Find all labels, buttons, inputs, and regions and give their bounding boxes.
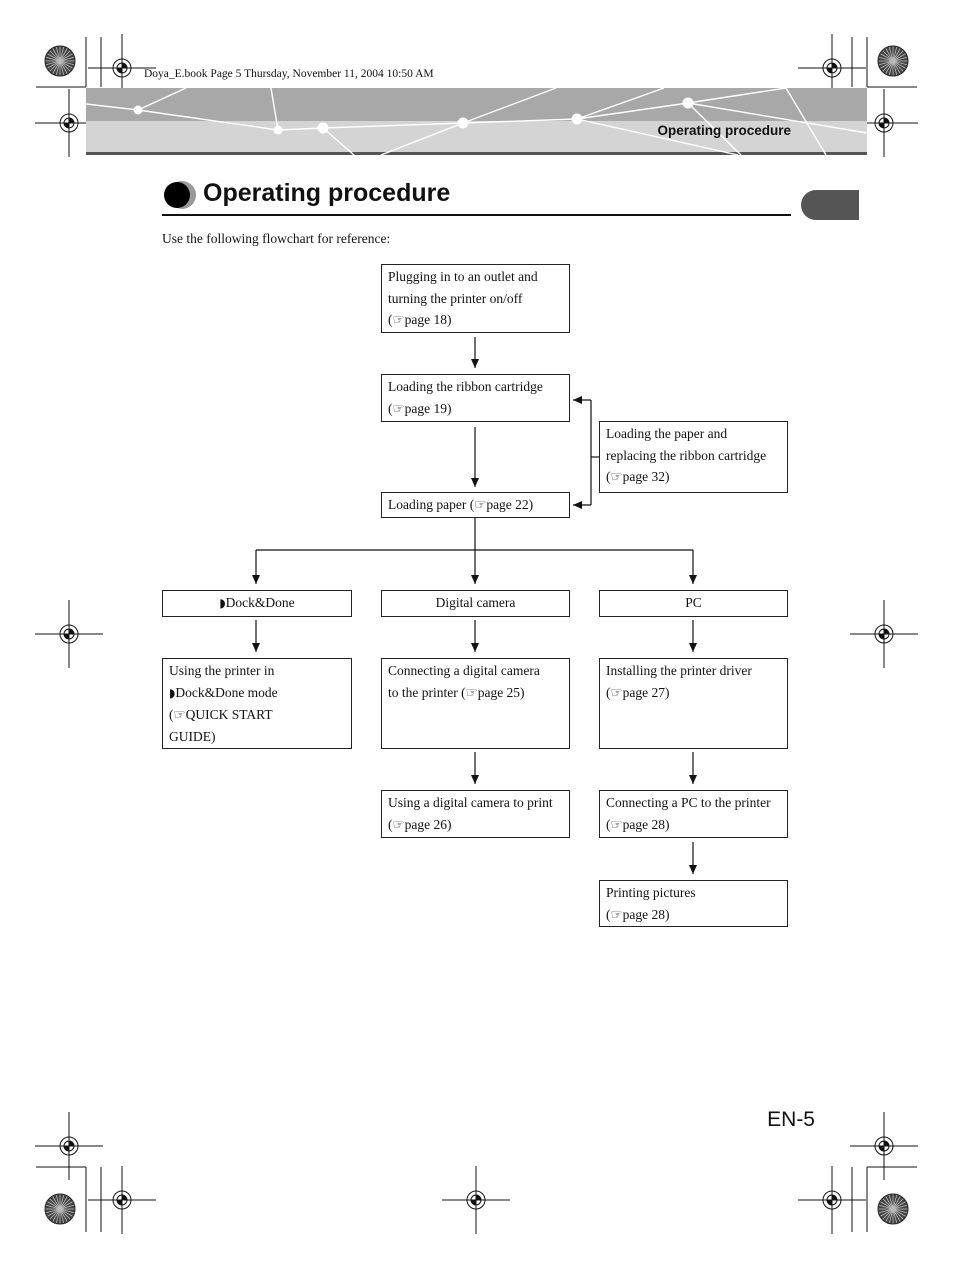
crosshair-mark bbox=[88, 1166, 156, 1234]
step-install-driver: Installing the printer driver (☞page 27) bbox=[599, 658, 788, 749]
title-bullet-icon bbox=[164, 181, 196, 209]
branch-pc: PC bbox=[599, 590, 788, 617]
branch-pc-label: PC bbox=[685, 595, 702, 610]
step-load-paper: Loading paper (☞page 22) bbox=[381, 492, 570, 518]
crosshair-mark bbox=[850, 600, 918, 668]
step-plug-in-text: Plugging in to an outlet and turning the… bbox=[388, 269, 538, 327]
dock-and-done-icon: ◗ bbox=[169, 685, 176, 700]
step-plug-in: Plugging in to an outlet and turning the… bbox=[381, 264, 570, 333]
step-dock-mode-text: Using the printer in bbox=[169, 663, 275, 678]
header-band bbox=[86, 88, 867, 155]
halftone-rosette bbox=[44, 1193, 76, 1225]
dock-and-done-icon: ◗ bbox=[219, 596, 226, 610]
halftone-rosette bbox=[877, 45, 909, 77]
intro-text: Use the following flowchart for referenc… bbox=[162, 231, 391, 246]
halftone-rosette bbox=[44, 45, 76, 77]
branch-digital-camera: Digital camera bbox=[381, 590, 570, 617]
branch-dock-done-label: Dock&Done bbox=[225, 595, 295, 610]
step-dock-mode: Using the printer in ◗Dock&Done mode (☞Q… bbox=[162, 658, 352, 749]
step-install-driver-text: Installing the printer driver (☞page 27) bbox=[606, 663, 752, 700]
crosshair-mark bbox=[442, 1166, 510, 1234]
step-load-paper-text: Loading paper (☞page 22) bbox=[388, 497, 534, 512]
step-dock-mode-text-rest: Dock&Done mode (☞QUICK START GUIDE) bbox=[169, 684, 278, 744]
step-reload-paper-ribbon: Loading the paper and replacing the ribb… bbox=[599, 421, 788, 493]
title-rule bbox=[162, 214, 791, 216]
crosshair-mark bbox=[35, 89, 103, 157]
step-load-ribbon: Loading the ribbon cartridge (☞page 19) bbox=[381, 374, 570, 422]
crosshair-mark bbox=[35, 600, 103, 668]
step-camera-print-text: Using a digital camera to print (☞page 2… bbox=[388, 795, 553, 832]
step-connect-pc: Connecting a PC to the printer (☞page 28… bbox=[599, 790, 788, 838]
running-header-label: Operating procedure bbox=[657, 123, 791, 138]
crosshair-mark bbox=[798, 1166, 866, 1234]
step-connect-camera: Connecting a digital camera to the print… bbox=[381, 658, 570, 749]
step-connect-camera-text: Connecting a digital camera to the print… bbox=[388, 663, 540, 700]
chapter-tab bbox=[801, 190, 859, 220]
branch-digital-camera-label: Digital camera bbox=[435, 595, 516, 610]
step-print-pictures-text: Printing pictures (☞page 28) bbox=[606, 885, 696, 922]
step-print-pictures: Printing pictures (☞page 28) bbox=[599, 880, 788, 927]
page-number: EN-5 bbox=[767, 1108, 815, 1131]
crosshair-mark bbox=[850, 1112, 918, 1180]
page-title: Operating procedure bbox=[203, 179, 451, 207]
book-file-info: Doya_E.book Page 5 Thursday, November 11… bbox=[144, 68, 434, 80]
step-reload-text: Loading the paper and replacing the ribb… bbox=[606, 426, 767, 484]
crosshair-mark bbox=[35, 1112, 103, 1180]
branch-dock-done: ◗Dock&Done bbox=[162, 590, 352, 617]
crosshair-mark bbox=[850, 89, 918, 157]
halftone-rosette bbox=[877, 1193, 909, 1225]
step-connect-pc-text: Connecting a PC to the printer (☞page 28… bbox=[606, 795, 771, 832]
crosshair-mark bbox=[798, 34, 866, 102]
step-camera-print: Using a digital camera to print (☞page 2… bbox=[381, 790, 570, 838]
step-load-ribbon-text: Loading the ribbon cartridge (☞page 19) bbox=[388, 379, 543, 416]
